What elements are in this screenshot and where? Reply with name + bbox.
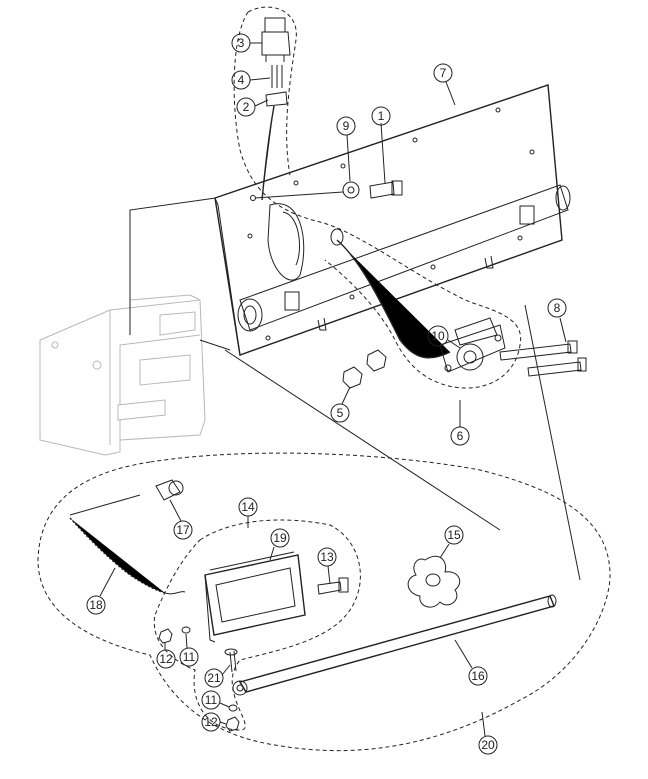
lower-group-outline [37, 452, 611, 752]
callout-11b-label: 11 [205, 693, 218, 707]
monitor [204, 551, 306, 643]
callout-6-label: 6 [457, 429, 464, 443]
callout-12a: 12 [156, 643, 176, 669]
callout-5-label: 5 [337, 406, 344, 420]
callout-19-label: 19 [273, 531, 287, 545]
callout-1-label: 1 [378, 109, 385, 123]
callout-12b-label: 12 [204, 715, 218, 729]
callout-9: 9 [336, 116, 356, 182]
callout-18-label: 18 [89, 598, 103, 612]
callout-10: 10 [427, 325, 461, 349]
callout-8-label: 8 [554, 301, 561, 315]
callout-15: 15 [439, 525, 464, 559]
callout-4-label: 4 [238, 73, 245, 87]
small-hardware [158, 626, 240, 732]
callout-2: 2 [236, 97, 269, 117]
mounting-plate [214, 84, 571, 356]
connector-plug [261, 17, 291, 62]
callout-19: 19 [269, 528, 290, 561]
coiled-cable [69, 494, 186, 595]
callout-1: 1 [371, 106, 391, 184]
callout-21: 21 [204, 664, 231, 688]
callout-20: 20 [478, 711, 498, 755]
callout-15-label: 15 [447, 528, 461, 542]
cable-lower [336, 239, 451, 359]
callout-18: 18 [86, 567, 116, 615]
callout-11a: 11 [179, 633, 199, 667]
star-knob [407, 555, 461, 608]
wire-seal [265, 91, 288, 107]
callout-9-label: 9 [343, 119, 350, 133]
mount-bolt [317, 577, 349, 595]
cable-assembly-group [233, 6, 522, 389]
callout-10-label: 10 [431, 329, 445, 343]
cable [261, 105, 275, 201]
callout-11a-label: 11 [183, 650, 196, 664]
callout-7-label: 7 [440, 66, 447, 80]
nuts [342, 349, 387, 389]
callout-16: 16 [454, 639, 488, 686]
callout-16-label: 16 [471, 669, 485, 683]
callout-20-label: 20 [481, 738, 495, 752]
callout-13: 13 [317, 547, 337, 585]
callout-17: 17 [169, 499, 193, 540]
socket-bolts [499, 340, 587, 377]
callout-11b: 11 [201, 690, 230, 710]
trailer-socket [439, 317, 506, 373]
bolt-and-washer [254, 180, 403, 199]
suction-mount [155, 479, 184, 501]
callout-14-label: 14 [241, 500, 255, 514]
callout-17-label: 17 [176, 523, 190, 537]
leader-lines [129, 195, 581, 581]
callout-21-label: 21 [207, 671, 221, 685]
callout-2-label: 2 [243, 100, 250, 114]
callout-3-label: 3 [238, 36, 245, 50]
callout-14: 14 [238, 497, 258, 528]
callout-12b: 12 [201, 712, 227, 732]
terminal-pin [271, 65, 283, 88]
callout-5: 5 [330, 386, 351, 423]
callout-12a-label: 12 [159, 652, 173, 666]
monitor-group-outline [153, 519, 361, 731]
machine-outline [39, 294, 206, 456]
support-rod [232, 594, 557, 696]
callout-3: 3 [231, 33, 262, 53]
callout-8: 8 [547, 298, 567, 343]
callout-7: 7 [433, 63, 456, 106]
callout-13-label: 13 [320, 550, 334, 564]
callout-6: 6 [450, 400, 470, 446]
callout-4: 4 [231, 70, 271, 90]
